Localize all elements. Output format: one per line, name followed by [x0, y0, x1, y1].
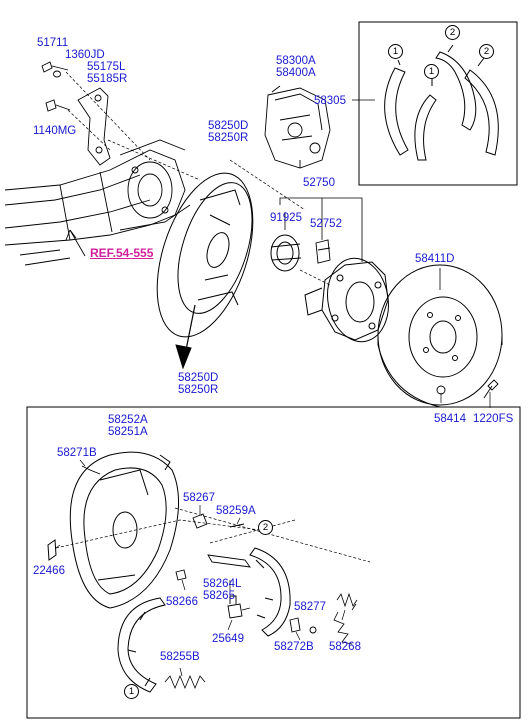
- label-58400a: 58400A: [276, 67, 316, 79]
- callout-2-inset-right: 2: [479, 44, 494, 59]
- label-1360jd: 1360JD: [65, 49, 105, 61]
- backing-plate-upper-drawing: [156, 172, 254, 338]
- nut-58414-drawing: [436, 385, 446, 395]
- bearing-drawing: [270, 234, 302, 272]
- label-25649: 25649: [212, 633, 244, 645]
- label-58250d-mid: 58250D: [178, 372, 219, 384]
- label-58266: 58266: [166, 596, 198, 608]
- spring-58268-drawing: [333, 603, 357, 645]
- label-58268: 58268: [329, 641, 361, 653]
- label-58251a: 58251A: [108, 426, 148, 438]
- label-58414: 58414: [434, 413, 466, 425]
- label-58250d-top: 58250D: [208, 120, 249, 132]
- label-91925: 91925: [270, 212, 302, 224]
- label-52750: 52750: [303, 177, 335, 189]
- washer-1360jd-drawing: [53, 70, 61, 78]
- callout-1-lower-shoe: 1: [124, 684, 139, 699]
- label-51711: 51711: [37, 37, 69, 49]
- label-58250r-top: 58250R: [208, 132, 249, 144]
- label-1140mg: 1140MG: [33, 125, 77, 137]
- suspension-arm-drawing: [4, 139, 191, 266]
- callout-1-inset-mid: 1: [424, 64, 439, 79]
- label-58265: 58265: [203, 590, 235, 602]
- callout-2-inset-top: 2: [445, 25, 460, 40]
- label-58250r-mid: 58250R: [178, 384, 219, 396]
- label-52752: 52752: [310, 218, 342, 230]
- label-58272b: 58272B: [274, 641, 314, 653]
- bolt-1140mg-drawing: [45, 99, 71, 112]
- hub-assembly-drawing: [304, 257, 389, 343]
- label-55185r: 55185R: [87, 73, 128, 85]
- label-58277: 58277: [294, 601, 326, 613]
- label-1220fs: 1220FS: [473, 413, 514, 425]
- spring-58255b-drawing: [164, 674, 206, 690]
- clip-58267-drawing: [192, 513, 208, 529]
- screw-1220fs-drawing: [483, 379, 499, 399]
- label-58264l: 58264L: [203, 578, 242, 590]
- hub-bolt-drawing: [315, 239, 331, 264]
- label-58255b: 58255B: [160, 651, 200, 663]
- brake-assembly-detail-box: [26, 406, 521, 719]
- reference-link[interactable]: REF.54-555: [90, 246, 154, 260]
- adjuster-25649-drawing: [227, 595, 251, 619]
- label-58300a: 58300A: [276, 55, 316, 67]
- label-58267: 58267: [183, 492, 215, 504]
- cup-58272b-drawing: [289, 617, 301, 633]
- brake-shoe-upper-drawing: [249, 547, 291, 637]
- block-58266-drawing: [175, 569, 187, 581]
- bracket-drawing: [77, 87, 111, 166]
- label-58305: 58305: [314, 95, 346, 107]
- callout-1-inset-left: 1: [388, 44, 403, 59]
- label-58259a: 58259A: [216, 505, 256, 517]
- label-58411d: 58411D: [415, 253, 455, 265]
- bolt-51711-drawing: [41, 61, 69, 73]
- spring-58277-drawing: [336, 592, 358, 608]
- label-58271b: 58271B: [57, 447, 97, 459]
- caliper-drawing: [264, 85, 331, 169]
- lever-58264l-drawing: [207, 554, 251, 568]
- label-55175l: 55175L: [87, 61, 126, 73]
- label-22466: 22466: [33, 565, 65, 577]
- callout-2-lower-shoe: 2: [258, 520, 273, 535]
- pin-58259a-drawing: [229, 523, 245, 528]
- shoe-kit-inset-box: [358, 21, 518, 186]
- backing-plate-lower-drawing: [47, 451, 179, 609]
- brake-shoe-lower-drawing: [117, 597, 166, 693]
- label-58252a: 58252A: [108, 414, 148, 426]
- brake-disc-drawing: [377, 264, 503, 408]
- parking-brake-shoes-drawing: [384, 44, 499, 161]
